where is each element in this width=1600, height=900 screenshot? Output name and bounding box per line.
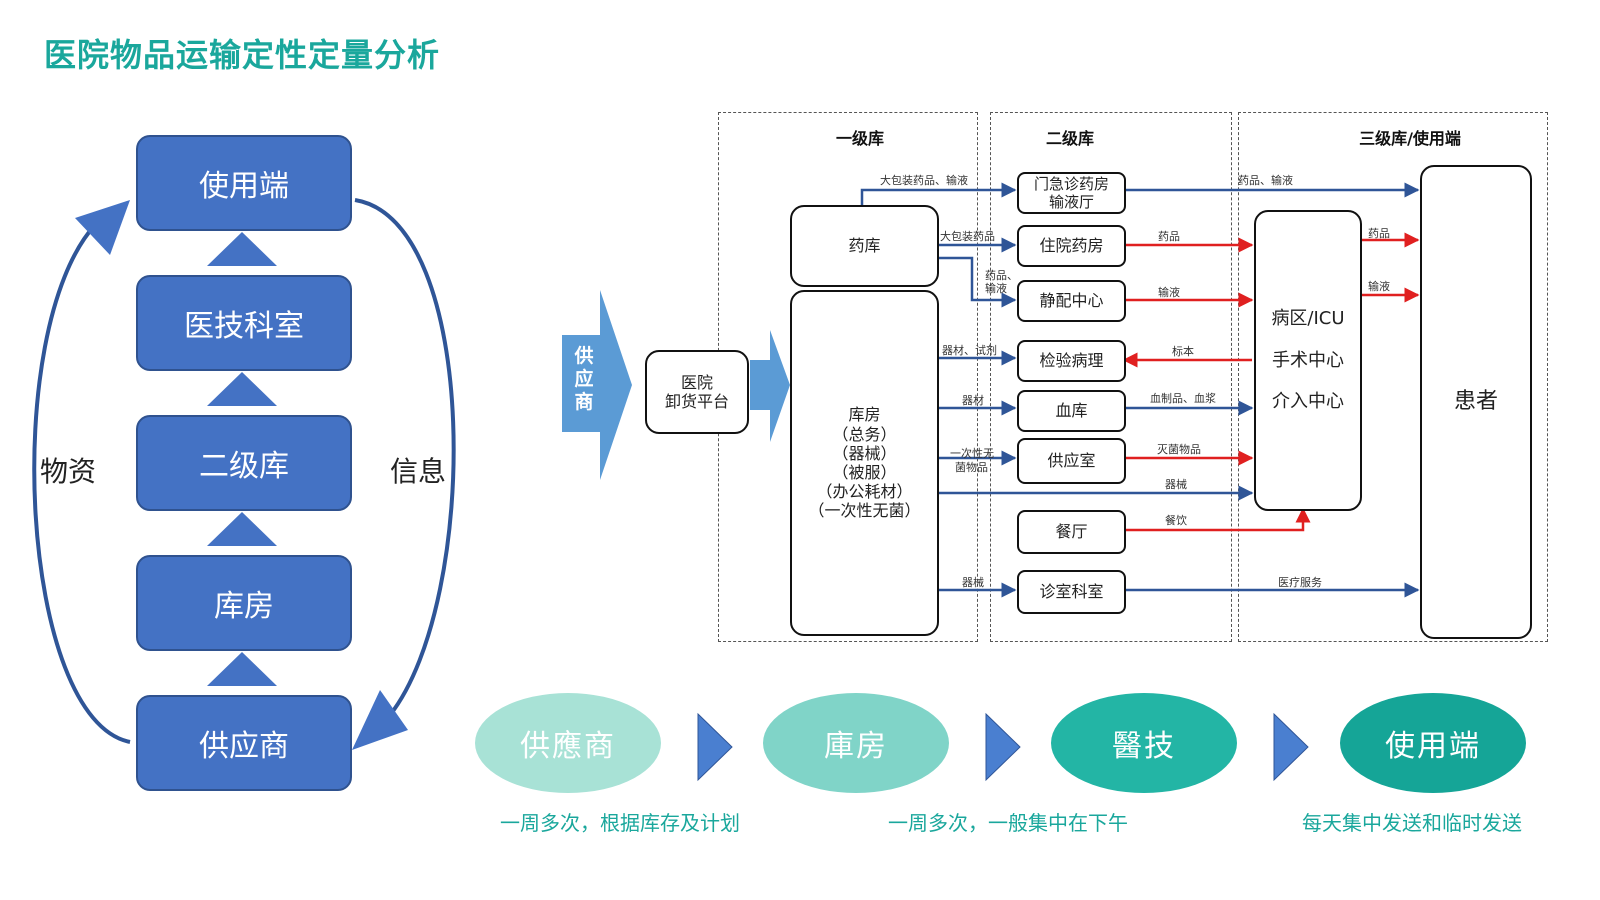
caption-tech-to-usage: 每天集中发送和临时发送 [1302,811,1522,835]
edge-label: 灭菌物品 [1157,443,1201,456]
flow-arrow-icon [697,712,733,782]
edge-label: 器材 [962,394,984,407]
materials-arc [32,223,131,744]
level-box-medical-tech: 医技科室 [136,275,352,371]
edge-label: 器械 [962,576,984,589]
edge-label: 标本 [1172,345,1194,358]
flow-arrow-icon [1273,712,1309,782]
level2-zone [990,112,1232,642]
flow-arrow-icon [985,712,1021,782]
ward-list: 病区/ICU 手术中心 介入中心 [1271,298,1344,422]
iv-admixture-center-box: 静配中心 [1017,280,1126,322]
clinic-departments-box: 诊室科室 [1017,570,1126,614]
pharmacy-box: 药库 [790,205,939,287]
up-triangle-icon [207,232,277,266]
level3-zone [1238,112,1548,642]
edge-label: 药品、 [985,269,1018,282]
edge-label: 医疗服务 [1278,576,1322,589]
edge-label: 大包装药品、输液 [880,174,968,187]
page-title: 医院物品运输定性定量分析 [44,36,441,74]
level-box-warehouse: 库房 [136,555,352,651]
ward-box: 病区/ICU 手术中心 介入中心 [1254,210,1362,511]
header-level1: 一级库 [835,129,884,148]
outpatient-pharmacy-box: 门急诊药房 输液厅 [1017,172,1126,214]
stage-supplier: 供應商 [475,693,661,793]
edge-label: 药品 [1368,227,1390,240]
surgery-center: 手术中心 [1272,349,1344,371]
edge-label: 器械 [1165,478,1187,491]
unloading-dock-box: 医院 卸货平台 [645,350,749,434]
lab-pathology-box: 检验病理 [1017,340,1126,382]
caption-supplier-to-warehouse: 一周多次，根据库存及计划 [500,811,740,835]
supplier-arrow-label: 供 应 商 [574,345,594,413]
level-box-usage-end: 使用端 [136,135,352,231]
information-label: 信息 [390,455,447,488]
edge-label: 菌物品 [955,461,988,474]
up-triangle-icon [207,652,277,686]
cycle-arrows [32,198,456,750]
header-level3: 三级库/使用端 [1359,129,1461,148]
stage-medical-tech: 醫技 [1051,693,1237,793]
interventional-center: 介入中心 [1272,391,1344,413]
edge-label: 餐饮 [1165,514,1187,527]
edge-label: 一次性无 [950,447,994,460]
level-box-secondary-store: 二级库 [136,415,352,511]
materials-arrowhead-icon [75,200,130,255]
level-box-supplier: 供应商 [136,695,352,791]
edge-label: 输液 [985,282,1007,295]
edge-label: 输液 [1368,280,1390,293]
edge-label: 药品 [1158,230,1180,243]
up-triangle-icon [207,372,277,406]
edge-label: 血制品、血浆 [1150,392,1216,405]
edge-label: 输液 [1158,286,1180,299]
canteen-box: 餐厅 [1017,510,1126,554]
information-arc [354,198,456,717]
caption-warehouse-to-tech: 一周多次，一般集中在下午 [888,811,1128,835]
ward-icu: 病区/ICU [1271,308,1345,330]
stage-warehouse: 庫房 [763,693,949,793]
stage-usage-end: 使用端 [1340,693,1526,793]
edge-label: 器材、试剂 [942,344,997,357]
edge-label: 大包装药品 [940,230,995,243]
dock-arrow [750,330,790,442]
information-arrowhead-icon [352,690,408,750]
up-triangle-icon [207,512,277,546]
edge-label: 药品、输液 [1238,174,1293,187]
materials-label: 物资 [40,455,97,488]
patient-box: 患者 [1420,165,1532,639]
header-level2: 二级库 [1045,129,1094,148]
supplier-big-arrow [562,290,632,480]
warehouse-box: 库房 （总务） （器械） （被服） （办公耗材） （一次性无菌） [790,290,939,636]
inpatient-pharmacy-box: 住院药房 [1017,225,1126,267]
supply-room-box: 供应室 [1017,438,1126,484]
blood-bank-box: 血库 [1017,390,1126,432]
